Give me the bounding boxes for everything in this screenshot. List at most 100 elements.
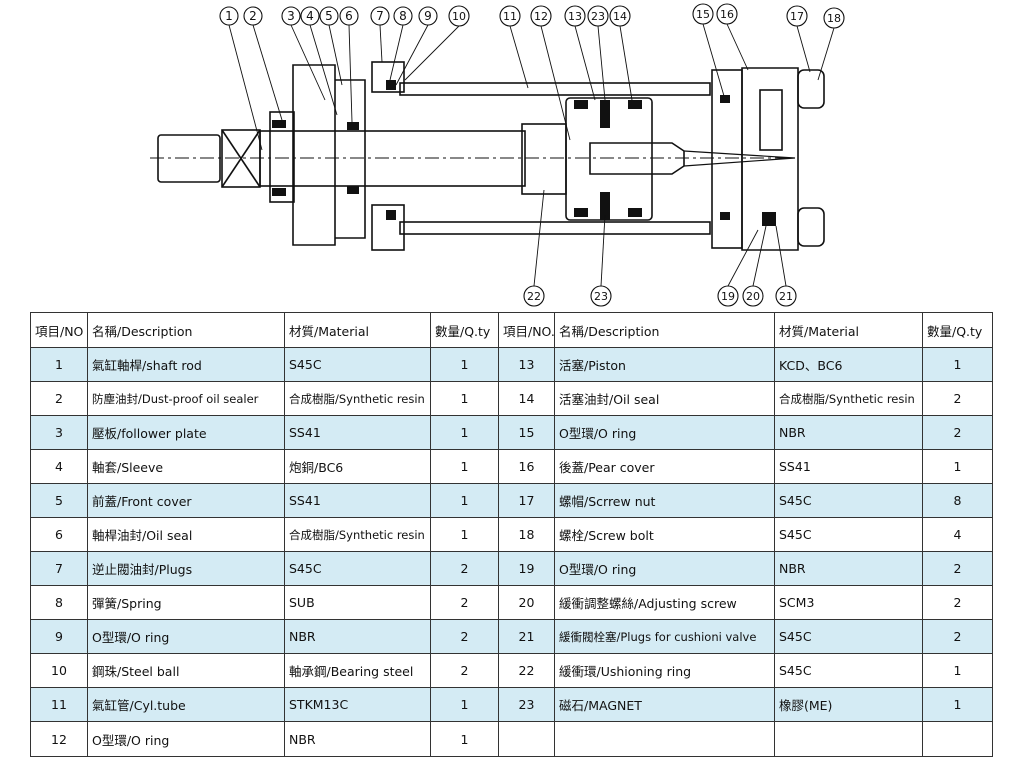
cell-description: 軸套/Sleeve: [87, 449, 285, 484]
header-description-2: 名稱/Description: [554, 312, 775, 348]
svg-text:6: 6: [345, 9, 353, 23]
callout-1: 1: [219, 6, 239, 26]
cylinder-cross-section-diagram: 1 2 3 4 5 6 7 8 9 10 11 12 13 23 14 15 1…: [150, 3, 845, 307]
cell-material-2: KCD、BC6: [774, 347, 923, 382]
cell-qty-2: 2: [922, 551, 993, 586]
cell-no: 6: [30, 517, 88, 552]
callout-5: 5: [319, 6, 339, 26]
cell-material: 合成樹脂/Synthetic resin: [284, 381, 431, 416]
cell-description-2: 螺帽/Scrrew nut: [554, 483, 775, 518]
callout-20: 20: [742, 285, 764, 307]
table-header-row: 項目/NO 名稱/Description 材質/Material 數量/Q.ty…: [30, 312, 993, 348]
cell-description-2: O型環/O ring: [554, 415, 775, 450]
cell-description-2: 磁石/MAGNET: [554, 687, 775, 722]
callout-23-bottom: 23: [590, 285, 612, 307]
table-row: 9 O型環/O ring NBR 2 21 緩衝閥栓塞/Plugs for cu…: [30, 619, 993, 654]
cell-no: 3: [30, 415, 88, 450]
table-row: 3 壓板/follower plate SS41 1 15 O型環/O ring…: [30, 415, 993, 450]
cell-description: 氣缸軸桿/shaft rod: [87, 347, 285, 382]
callout-21: 21: [775, 285, 797, 307]
table-row: 2 防塵油封/Dust-proof oil sealer 合成樹脂/Synthe…: [30, 381, 993, 416]
cell-qty: 1: [430, 381, 499, 416]
cell-qty-2: [922, 721, 993, 757]
cell-no-2: 15: [498, 415, 555, 450]
table-row: 11 氣缸管/Cyl.tube STKM13C 1 23 磁石/MAGNET 橡…: [30, 687, 993, 722]
callout-16: 16: [716, 3, 738, 25]
cell-description-2: 緩衝調整螺絲/Adjusting screw: [554, 585, 775, 620]
header-qty: 數量/Q.ty: [430, 312, 499, 348]
cell-material-2: S45C: [774, 653, 923, 688]
cell-qty-2: 1: [922, 687, 993, 722]
cell-description-2: O型環/O ring: [554, 551, 775, 586]
svg-text:21: 21: [779, 290, 793, 303]
cell-no-2: 18: [498, 517, 555, 552]
callout-6: 6: [339, 6, 359, 26]
table-row: 6 軸桿油封/Oil seal 合成樹脂/Synthetic resin 1 1…: [30, 517, 993, 552]
cell-no: 9: [30, 619, 88, 654]
svg-text:2: 2: [249, 9, 257, 23]
cell-qty: 1: [430, 449, 499, 484]
cell-no: 2: [30, 381, 88, 416]
callout-2: 2: [243, 6, 263, 26]
cell-material: SS41: [284, 483, 431, 518]
cell-material: NBR: [284, 721, 431, 757]
cell-material: SUB: [284, 585, 431, 620]
table-row: 10 鋼珠/Steel ball 軸承鋼/Bearing steel 2 22 …: [30, 653, 993, 688]
cell-qty: 2: [430, 551, 499, 586]
header-no-2: 項目/NO.: [498, 312, 555, 348]
cell-material: S45C: [284, 347, 431, 382]
cell-qty-2: 2: [922, 415, 993, 450]
cyl-tube-bottom: [399, 221, 711, 235]
follower-plate: [269, 111, 295, 203]
callout-12: 12: [530, 5, 552, 27]
cell-qty: 1: [430, 687, 499, 722]
cell-qty-2: 1: [922, 653, 993, 688]
cell-qty: 1: [430, 517, 499, 552]
cell-qty-2: 1: [922, 449, 993, 484]
check-valve-bottom: [371, 204, 405, 251]
header-material-2: 材質/Material: [774, 312, 923, 348]
callout-10: 10: [448, 5, 470, 27]
svg-text:13: 13: [568, 10, 582, 23]
cell-description: 軸桿油封/Oil seal: [87, 517, 285, 552]
cell-qty-2: 4: [922, 517, 993, 552]
cell-description: 逆止閥油封/Plugs: [87, 551, 285, 586]
svg-text:19: 19: [721, 290, 735, 303]
cell-material: 合成樹脂/Synthetic resin: [284, 517, 431, 552]
cushion-ring: [521, 123, 567, 195]
cell-material: 炮銅/BC6: [284, 449, 431, 484]
table-row: 1 氣缸軸桿/shaft rod S45C 1 13 活塞/Piston KCD…: [30, 347, 993, 382]
svg-text:23: 23: [594, 290, 608, 303]
svg-text:11: 11: [503, 10, 517, 23]
check-valve-top: [371, 61, 405, 93]
svg-text:18: 18: [827, 12, 841, 25]
cell-no: 11: [30, 687, 88, 722]
cell-no-2: 14: [498, 381, 555, 416]
cell-description: O型環/O ring: [87, 721, 285, 757]
cell-no-2: [498, 721, 555, 757]
table-row: 4 軸套/Sleeve 炮銅/BC6 1 16 後蓋/Pear cover SS…: [30, 449, 993, 484]
header-qty-2: 數量/Q.ty: [922, 312, 993, 348]
cell-no: 8: [30, 585, 88, 620]
svg-text:16: 16: [720, 8, 734, 21]
callout-9: 9: [418, 6, 438, 26]
cell-material: SS41: [284, 415, 431, 450]
cell-qty-2: 8: [922, 483, 993, 518]
svg-text:9: 9: [424, 9, 432, 23]
callout-19: 19: [717, 285, 739, 307]
cell-qty-2: 2: [922, 381, 993, 416]
cell-no: 4: [30, 449, 88, 484]
cell-material-2: NBR: [774, 551, 923, 586]
cell-material-2: S45C: [774, 517, 923, 552]
cell-qty: 1: [430, 347, 499, 382]
parts-list-table: 項目/NO 名稱/Description 材質/Material 數量/Q.ty…: [30, 312, 993, 757]
cell-description: 氣缸管/Cyl.tube: [87, 687, 285, 722]
cell-qty: 2: [430, 619, 499, 654]
cell-description-2: 後蓋/Pear cover: [554, 449, 775, 484]
header-material: 材質/Material: [284, 312, 431, 348]
header-no: 項目/NO: [30, 312, 88, 348]
cell-qty-2: 2: [922, 619, 993, 654]
cell-material-2: NBR: [774, 415, 923, 450]
svg-text:20: 20: [746, 290, 760, 303]
cell-qty: 2: [430, 653, 499, 688]
